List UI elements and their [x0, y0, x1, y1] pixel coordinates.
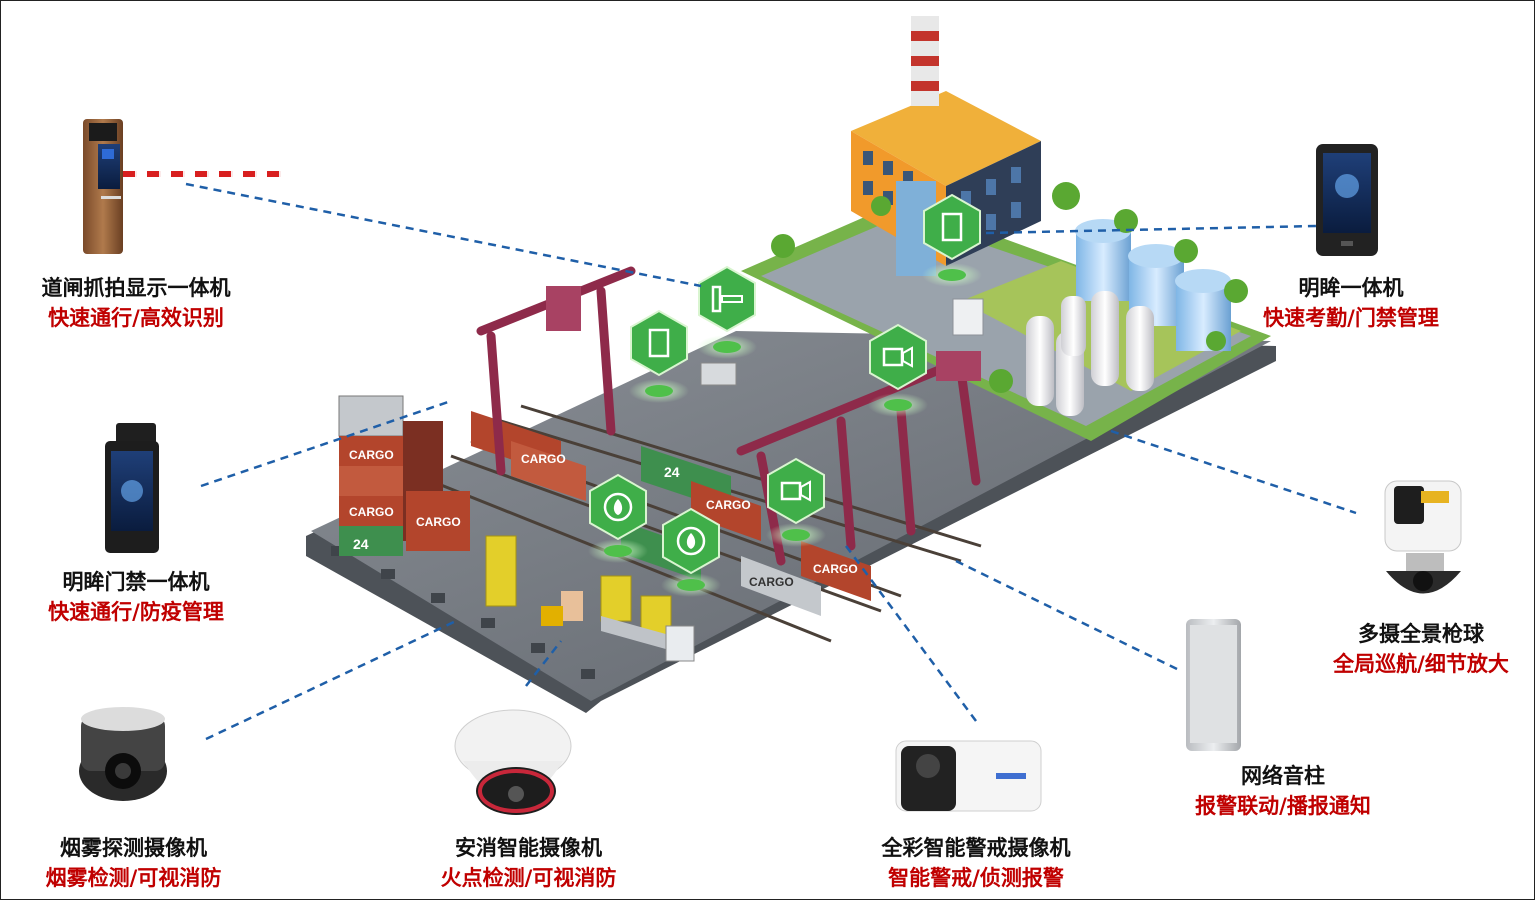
scene-markers: [588, 193, 982, 597]
train-cargo-text: CARGO: [521, 452, 566, 466]
marker-camera-icon: [868, 323, 928, 417]
marker-fire-icon: [661, 507, 721, 597]
train-cargo-text: CARGO: [706, 498, 751, 512]
connector-access-left: [200, 399, 452, 488]
device-name: 烟雾探测摄像机: [60, 836, 207, 860]
connector-speaker: [955, 559, 1182, 673]
connector-smoke: [205, 619, 457, 741]
isometric-park: CARGO CARGO 24 CARGO CARGO 24 CARGO CARG…: [306, 16, 1276, 713]
marker-door-icon: [922, 193, 982, 287]
access-terminal-left-device: [105, 423, 159, 553]
train-cargo-text: CARGO: [813, 562, 858, 576]
train-cargo-text: CARGO: [749, 575, 794, 589]
connector-dome: [525, 640, 562, 687]
device-label-smoke: 烟雾探测摄像机 烟雾检测/可视消防: [16, 833, 251, 893]
device-name: 明眸门禁一体机: [62, 570, 210, 594]
marker-door-icon: [629, 309, 689, 403]
marker-camera-icon: [766, 457, 826, 547]
device-desc: 烟雾检测/可视消防: [45, 866, 222, 890]
device-label-ptz: 多摄全景枪球 全局巡航/细节放大: [1311, 619, 1531, 679]
device-name: 明眸一体机: [1298, 276, 1404, 300]
ptz-camera-device: [1384, 480, 1462, 594]
device-name: 道闸抓拍显示一体机: [41, 276, 231, 300]
barrier-gate-device: [83, 119, 286, 254]
device-label-access-left: 明眸门禁一体机 快速通行/防疫管理: [16, 567, 256, 627]
connector-ptz: [1110, 429, 1357, 515]
connector-barrier: [185, 182, 702, 288]
marker-barrier-icon: [697, 265, 757, 359]
container-cargo-text: CARGO: [349, 448, 394, 462]
container-stack: CARGO CARGO 24 CARGO: [338, 395, 470, 556]
container-cargo-text: CARGO: [416, 515, 461, 529]
trees: [771, 182, 1248, 393]
speaker-column-device: [1186, 619, 1241, 751]
connector-bullet: [844, 545, 978, 722]
marker-fire-icon: [588, 473, 648, 563]
device-label-terminal-right: 明眸一体机 快速考勤/门禁管理: [1241, 273, 1461, 333]
office-building: [851, 16, 1041, 276]
device-label-speaker: 网络音柱 报警联动/播报通知: [1173, 761, 1393, 821]
bullet-camera-device: [895, 740, 1042, 812]
device-label-dome: 安消智能摄像机 火点检测/可视消防: [411, 833, 646, 893]
device-name: 全彩智能警戒摄像机: [881, 836, 1071, 860]
container-number-text: 24: [353, 536, 369, 552]
device-name: 安消智能摄像机: [455, 836, 602, 860]
device-name: 多摄全景枪球: [1358, 622, 1484, 646]
face-terminal-right-device: [1316, 144, 1378, 256]
device-desc: 快速考勤/门禁管理: [1263, 306, 1439, 330]
connector-lines: [185, 182, 1357, 741]
device-name: 网络音柱: [1241, 764, 1325, 788]
train-number-text: 24: [664, 464, 680, 480]
pallets: [485, 535, 672, 637]
truck: [601, 362, 737, 662]
device-desc: 报警联动/播报通知: [1195, 794, 1371, 818]
device-desc: 快速通行/防疫管理: [48, 600, 224, 624]
dome-camera-device: [454, 709, 572, 815]
device-desc: 火点检测/可视消防: [440, 866, 617, 890]
device-label-barrier: 道闸抓拍显示一体机 快速通行/高效识别: [16, 273, 256, 333]
connector-terminal-right: [985, 224, 1317, 235]
smoke-camera-device: [79, 707, 167, 801]
tanks: [1026, 291, 1154, 416]
device-label-bullet: 全彩智能警戒摄像机 智能警戒/侦测报警: [856, 833, 1096, 893]
device-desc: 智能警戒/侦测报警: [888, 866, 1064, 890]
container-cargo-text: CARGO: [349, 505, 394, 519]
device-desc: 全局巡航/细节放大: [1333, 652, 1509, 676]
device-desc: 快速通行/高效识别: [48, 306, 224, 330]
